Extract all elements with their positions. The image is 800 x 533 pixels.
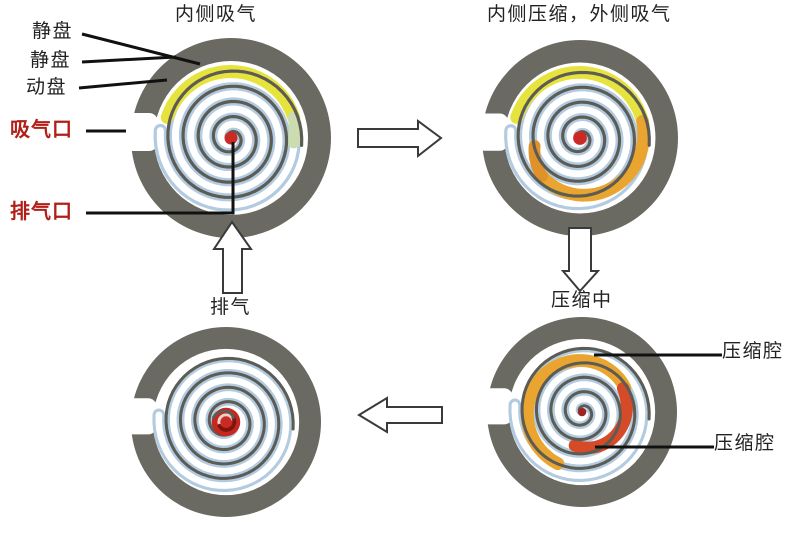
label-compression-chamber-1: 压缩腔 — [722, 341, 784, 362]
flow-arrow-down-icon — [560, 227, 601, 293]
stage-title-discharge: 排气 — [210, 297, 252, 318]
stage-title-inner-suction: 内侧吸气 — [175, 4, 258, 25]
scroll-stage-inner-compress-outer-suction — [475, 40, 678, 236]
suction-notch — [475, 113, 509, 151]
leader-moving-scroll — [78, 78, 168, 90]
stage-title-compressing: 压缩中 — [551, 290, 613, 311]
label-moving-scroll: 动盘 — [26, 77, 68, 98]
scroll-stage-inner-suction — [124, 38, 331, 238]
discharge-port-dot — [573, 131, 587, 145]
leader-static-scroll-2 — [81, 55, 177, 64]
scroll-stage-compressing — [480, 317, 677, 507]
discharge-port-dot — [224, 131, 238, 145]
flow-arrow-left-icon — [357, 396, 443, 434]
label-static-scroll-1: 静盘 — [32, 21, 74, 42]
discharge-port-dot — [577, 407, 587, 417]
discharge-port-dot — [220, 416, 232, 428]
leader-lines — [78, 32, 722, 449]
label-suction-port: 吸气口 — [10, 119, 73, 141]
suction-notch — [124, 398, 157, 435]
scroll-stage-discharge — [124, 327, 321, 517]
flow-arrow-up-icon — [212, 220, 253, 294]
suction-notch — [480, 388, 513, 425]
flow-arrow-right-icon — [357, 119, 443, 159]
leader-discharge-port — [86, 142, 235, 215]
leader-static-scroll-1 — [81, 32, 201, 66]
stage-title-inner-compress: 内侧压缩，外侧吸气 — [487, 4, 672, 25]
label-discharge-port: 排气口 — [10, 201, 73, 223]
label-compression-chamber-2: 压缩腔 — [714, 433, 776, 454]
suction-notch — [124, 113, 158, 151]
label-static-scroll-2: 静盘 — [30, 50, 72, 71]
